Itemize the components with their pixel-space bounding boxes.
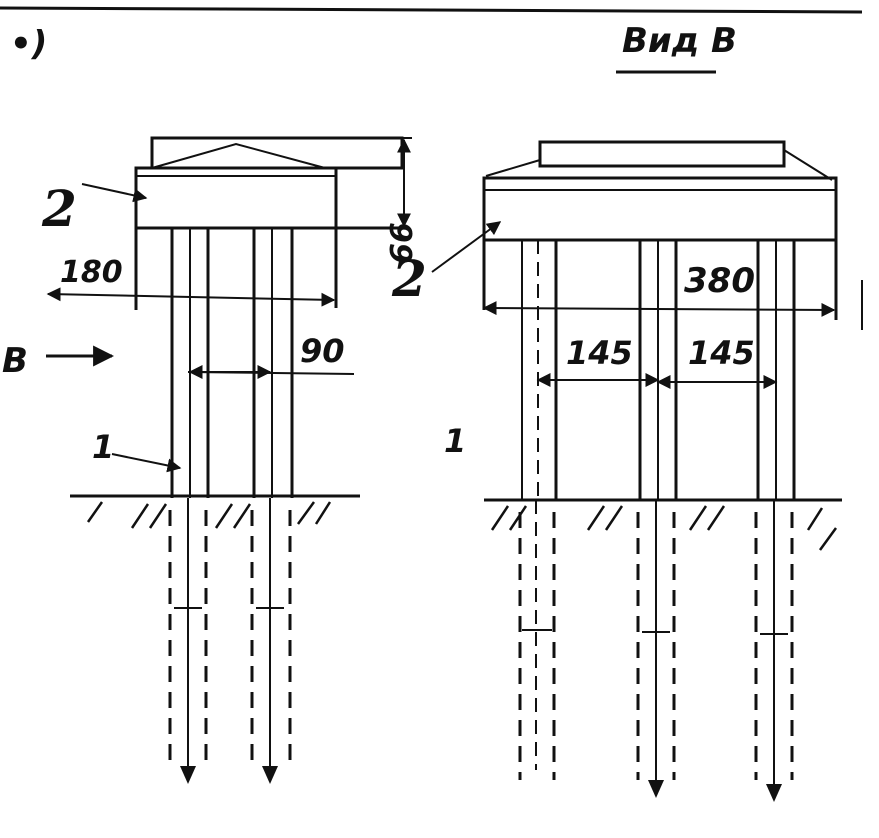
right-pile-b — [638, 240, 678, 500]
left-top-plate-chevron — [151, 142, 326, 169]
dim-380-label: 380 — [684, 261, 755, 301]
left-pile-a — [170, 228, 210, 498]
right-label-cap: 2 — [391, 249, 427, 308]
dim-99-label: 99 — [382, 222, 417, 264]
right-ground-hatch — [490, 505, 838, 551]
dim-380-line — [482, 301, 836, 317]
dim-180-label: 180 — [60, 255, 123, 290]
right-lower-block — [482, 240, 838, 320]
right-pile-a — [521, 240, 558, 500]
left-cap-leader — [81, 183, 148, 203]
left-pile-b — [252, 228, 294, 498]
dim-145-right-label: 145 — [688, 334, 755, 372]
right-pile-b-buried — [636, 500, 676, 798]
right-pile-c-buried — [754, 500, 794, 802]
view-arrow-label: В — [2, 341, 28, 381]
left-pile-leader — [111, 453, 182, 473]
left-pile-b-buried — [250, 498, 292, 784]
right-label-pile: 1 — [444, 422, 466, 460]
view-title: Вид В — [622, 21, 737, 61]
left-view — [46, 136, 412, 784]
dim-90-label: 90 — [300, 332, 345, 370]
right-pile-a-buried — [518, 500, 556, 780]
dim-145-left-label: 145 — [566, 334, 633, 372]
dim-180-line — [46, 287, 336, 307]
right-pile-c — [756, 240, 796, 500]
right-top-plate-slope — [485, 149, 833, 181]
right-pile-cap — [482, 176, 838, 242]
left-pile-a-buried — [168, 498, 208, 784]
top-border-line — [0, 6, 863, 14]
right-top-plate — [538, 140, 786, 168]
left-label-cap: 2 — [41, 179, 77, 238]
left-top-plate — [150, 136, 404, 170]
left-label-pile: 1 — [92, 428, 114, 466]
right-cap-leader — [431, 221, 502, 273]
left-ground-hatch — [86, 501, 332, 529]
right-view — [431, 140, 863, 802]
corner-mark: •) — [10, 24, 47, 64]
